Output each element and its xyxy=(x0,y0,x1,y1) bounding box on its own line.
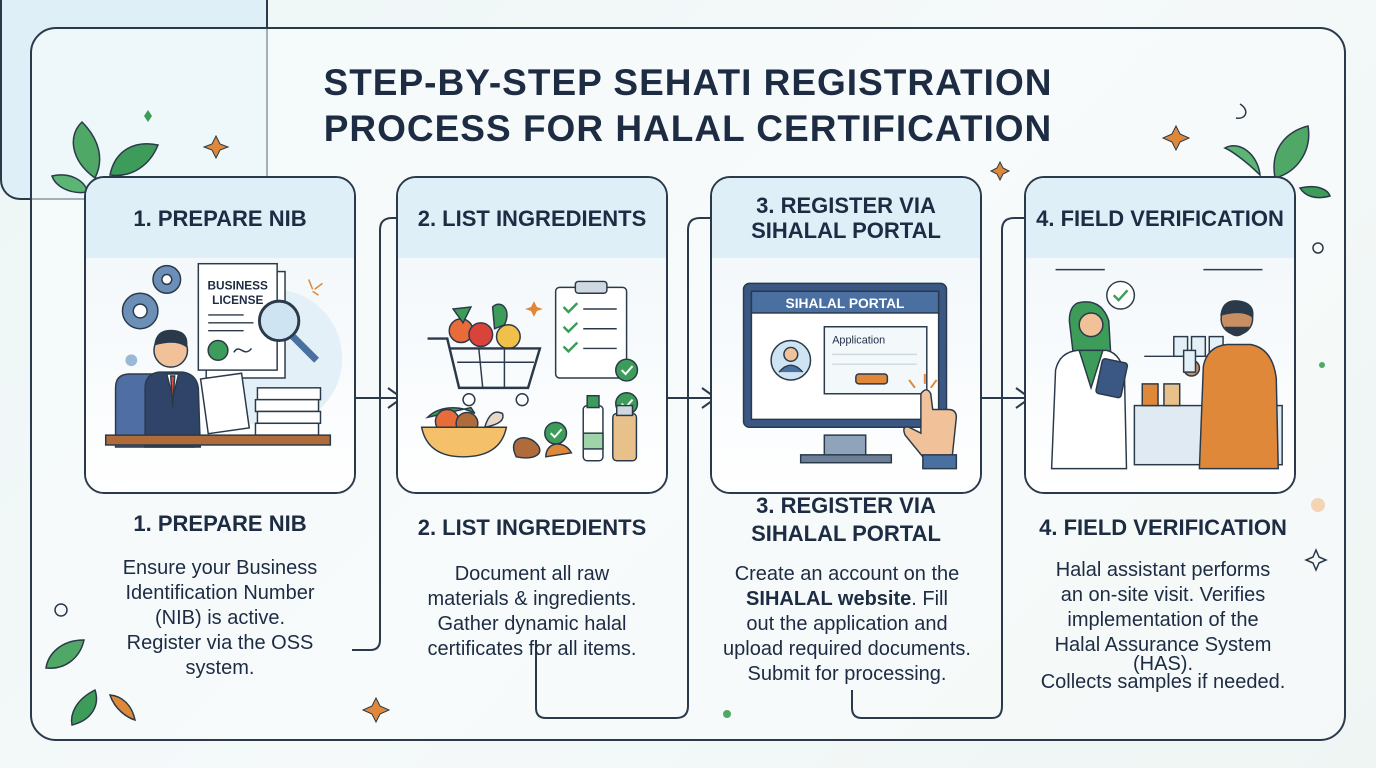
check-bubble-icon xyxy=(1106,280,1136,310)
step-card-3: 3. REGISTER VIA SIHALAL PORTAL SIHALAL P… xyxy=(710,176,982,494)
page-title: STEP-BY-STEP SEHATI REGISTRATION PROCESS… xyxy=(0,60,1376,152)
illustration-portal: SIHALAL PORTAL Application xyxy=(712,258,980,492)
halal-assistant-figure xyxy=(1050,301,1129,470)
pointer-hand-icon xyxy=(903,374,958,470)
step-title-1: 1. PREPARE NIB xyxy=(133,511,307,536)
bottle-icon xyxy=(582,394,638,462)
shopping-cart-icon xyxy=(427,303,542,407)
body-line: Halal assistant performs xyxy=(1055,559,1271,581)
portal-monitor-illustration: SIHALAL PORTAL Application xyxy=(742,282,958,470)
step-title-4: 4. FIELD VERIFICATION xyxy=(1039,515,1287,540)
body-line: Document all raw xyxy=(454,563,610,585)
step-card-header: 3. REGISTER VIA SIHALAL PORTAL xyxy=(712,178,980,258)
body-line: an on-site visit. Verifies xyxy=(1060,584,1266,606)
body-line: implementation of the xyxy=(1067,609,1259,631)
body-line: Halal Assurance System xyxy=(1054,634,1272,656)
illustration-ingredients xyxy=(398,258,666,492)
body-line: Collects samples if needed. xyxy=(1040,671,1286,693)
body-line: Gather dynamic halal xyxy=(437,613,627,635)
gear-icon xyxy=(121,264,182,330)
sihalal-website-bold: SIHALAL website xyxy=(746,588,912,610)
svg-text:Application: Application xyxy=(832,335,885,347)
monitor-icon: SIHALAL PORTAL Application xyxy=(742,282,948,464)
step-body-3: Create an account on the SIHALAL website… xyxy=(702,562,992,687)
step-card-header: 1. PREPARE NIB xyxy=(86,178,354,258)
step-body-1: Ensure your Business Identification Numb… xyxy=(84,556,356,681)
step-card-header: 4. FIELD VERIFICATION xyxy=(1026,178,1294,258)
business-license-illustration: BUSINESS LICENSE xyxy=(104,262,343,448)
body-line: system. xyxy=(185,657,255,679)
page-title-line2: PROCESS FOR HALAL CERTIFICATION xyxy=(323,108,1053,149)
body-line: upload required documents. xyxy=(723,638,971,660)
body-line: Ensure your Business xyxy=(122,557,318,579)
step-card-4: 4. FIELD VERIFICATION xyxy=(1024,176,1296,494)
body-line: (NIB) is active. xyxy=(154,607,286,629)
svg-text:LICENSE: LICENSE xyxy=(212,293,263,307)
body-line: (HAS). xyxy=(1133,653,1193,675)
magnifier-icon xyxy=(257,299,319,363)
businessman-figure xyxy=(114,329,202,448)
body-line: Create an account on the xyxy=(734,563,960,585)
body-line: Submit for processing. xyxy=(747,663,947,685)
body-line: Identification Number xyxy=(125,582,315,604)
body-line: certificates for all items. xyxy=(427,638,637,660)
paper-stack-icon xyxy=(254,387,322,436)
step-title-3: 3. REGISTER VIA SIHALAL PORTAL xyxy=(710,492,982,548)
body-line: out the application and xyxy=(746,613,948,635)
step-body-2: Document all raw materials & ingredients… xyxy=(396,562,668,662)
ingredients-illustration xyxy=(420,280,639,462)
illustration-business-license: BUSINESS LICENSE xyxy=(86,258,354,492)
step-card-header: 2. LIST INGREDIENTS xyxy=(398,178,666,258)
field-verification-illustration xyxy=(1050,268,1283,470)
document-icon: BUSINESS LICENSE xyxy=(197,262,286,379)
step-title-2: 2. LIST INGREDIENTS xyxy=(417,515,647,540)
illustration-field-verification xyxy=(1026,258,1294,492)
step-body-4: Halal assistant performs an on-site visi… xyxy=(1022,558,1304,695)
step-title-line: 3. REGISTER VIA xyxy=(756,493,936,518)
body-line: materials & ingredients. xyxy=(427,588,637,610)
body-line: SIHALAL website. Fill xyxy=(702,587,992,612)
svg-text:SIHALAL PORTAL: SIHALAL PORTAL xyxy=(786,296,905,311)
step-title-line: SIHALAL PORTAL xyxy=(751,521,941,546)
clipboard-icon xyxy=(554,280,628,379)
page-title-line1: STEP-BY-STEP SEHATI REGISTRATION xyxy=(323,62,1053,103)
body-line: Register via the OSS xyxy=(126,632,314,654)
vegetable-bowl-icon xyxy=(420,406,573,459)
business-owner-figure xyxy=(1182,300,1279,470)
svg-text:BUSINESS: BUSINESS xyxy=(208,278,269,292)
step-card-2: 2. LIST INGREDIENTS xyxy=(396,176,668,494)
step-card-1: 1. PREPARE NIB BUSINESS LICENSE xyxy=(84,176,356,494)
body-line-rest: . Fill xyxy=(911,588,948,610)
